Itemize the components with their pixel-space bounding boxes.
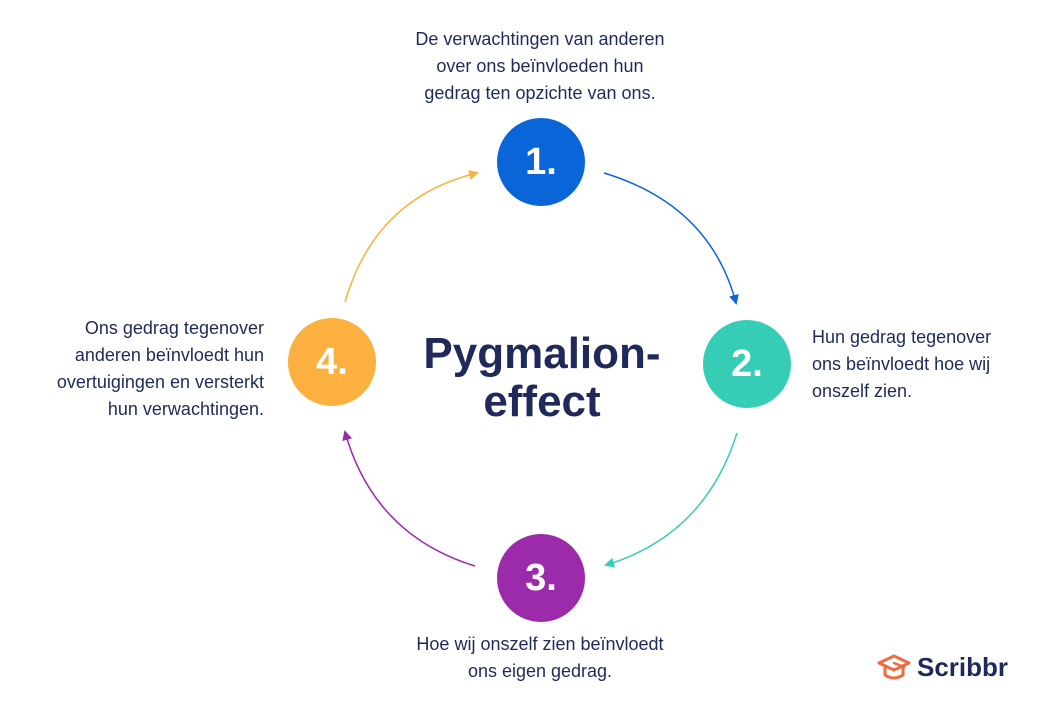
logo-text: Scribbr <box>917 652 1009 682</box>
step-1-circle: 1. <box>497 118 585 206</box>
step-2-circle: 2. <box>703 320 791 408</box>
step-4-text: Ons gedrag tegenover anderen beïnvloedt … <box>56 318 264 419</box>
step-3-circle: 3. <box>497 534 585 622</box>
step-2-text: Hun gedrag tegenover ons beïnvloedt hoe … <box>812 327 992 401</box>
diagram-title: Pygmalion- effect <box>423 329 661 426</box>
step-3-text: Hoe wij onszelf zien beïnvloedt ons eige… <box>416 634 664 681</box>
arrow-3-to-4 <box>342 430 476 567</box>
scribbr-logo: Scribbr <box>877 652 1008 683</box>
step-1-text: De verwachtingen van anderen over ons be… <box>415 29 665 103</box>
arrow-4-to-1 <box>344 170 479 303</box>
arrow-1-to-2 <box>603 172 739 305</box>
graduation-cap-icon <box>877 654 911 679</box>
arrow-2-to-3 <box>604 432 738 568</box>
step-4-circle: 4. <box>288 318 376 406</box>
